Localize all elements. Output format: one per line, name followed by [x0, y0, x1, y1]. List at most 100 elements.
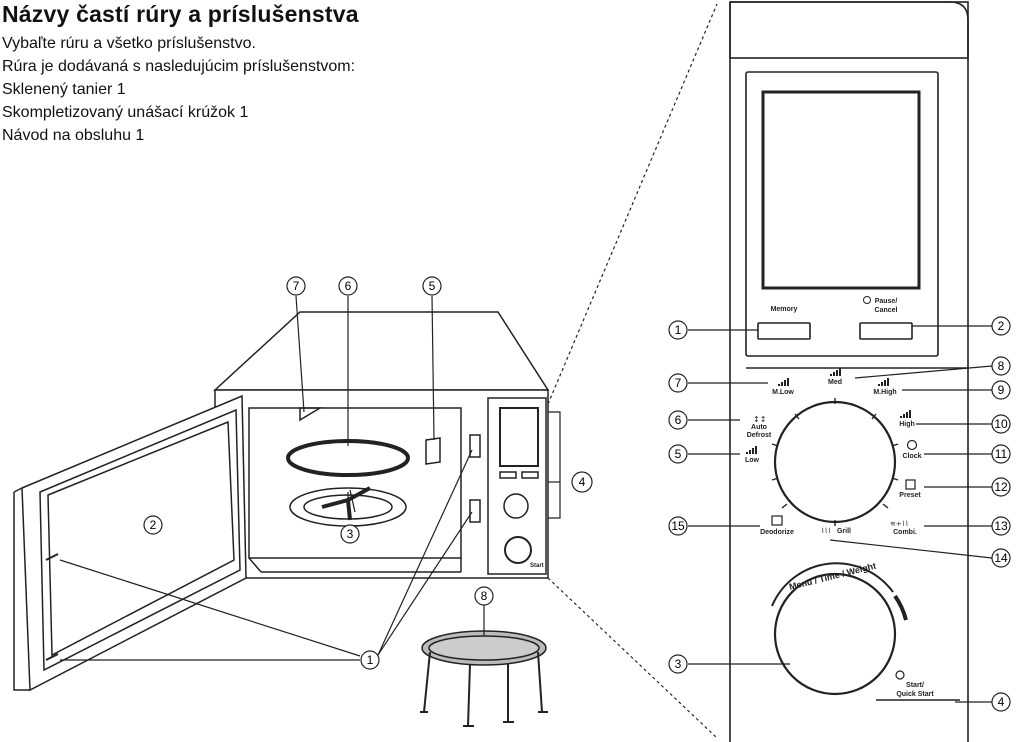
- low-signal-icon: [746, 446, 757, 454]
- header: Názvy častí rúry a príslušenstva Vybaľte…: [2, 2, 602, 147]
- combi-label: Combi.: [893, 529, 917, 536]
- control-panel: [729, 1, 969, 742]
- oven-time-dial: [504, 536, 532, 564]
- svg-text:9: 9: [998, 383, 1005, 397]
- oven-callout-4: 4: [571, 471, 593, 493]
- grill-icon: ⌇⌇⌇: [821, 527, 831, 535]
- oven-power-dial: [503, 493, 529, 519]
- svg-text:14: 14: [994, 551, 1008, 565]
- low-label: Low: [745, 457, 760, 464]
- panel-callout-12: 12: [991, 477, 1011, 497]
- panel-callout-10: 10: [991, 414, 1011, 434]
- intro-line: Vybaľte rúru a všetko príslušenstvo.: [2, 35, 256, 52]
- oven-button: [521, 471, 539, 479]
- svg-text:6: 6: [345, 279, 352, 293]
- panel-callout-3: 3: [668, 654, 688, 674]
- svg-text:4: 4: [998, 695, 1005, 709]
- oven-callout-3: 3: [340, 524, 360, 544]
- oven-callout-6: 6: [338, 276, 358, 296]
- combi-icon: ≋+⌇⌇: [890, 520, 909, 528]
- oven-door: [21, 394, 247, 692]
- intro-line: Rúra je dodávaná s nasledujúcim prísluše…: [2, 58, 356, 75]
- pause-label: Pause/: [875, 298, 898, 305]
- svg-text:5: 5: [429, 279, 436, 293]
- oven-callout-8: 8: [474, 586, 494, 606]
- oven-callout-2: 2: [143, 515, 163, 535]
- med-label: Med: [828, 379, 842, 386]
- panel-callout-11: 11: [991, 444, 1011, 464]
- high-signal-icon: [900, 410, 911, 418]
- oven-top: [213, 311, 550, 391]
- menu-time-weight-label: Menu / Time / Weight: [788, 561, 877, 592]
- start-label: Start/: [906, 682, 924, 689]
- panel-callout-5: 5: [668, 444, 688, 464]
- panel-callout-2: 2: [991, 316, 1011, 336]
- svg-text:15: 15: [671, 519, 685, 533]
- panel-callout-9: 9: [991, 380, 1011, 400]
- svg-text:5: 5: [675, 447, 682, 461]
- deodorize-label: Deodorize: [760, 529, 794, 536]
- panel-callout-13: 13: [991, 516, 1011, 536]
- svg-text:7: 7: [675, 376, 682, 390]
- oven-dial-label: Start: [530, 563, 544, 569]
- memory-button[interactable]: [757, 322, 811, 340]
- panel-top-strip: [729, 1, 969, 59]
- svg-text:12: 12: [994, 480, 1008, 494]
- clock-label: Clock: [902, 453, 921, 460]
- m-high-signal-icon: [878, 378, 889, 386]
- panel-callout-6: 6: [668, 410, 688, 430]
- defrost-label: Defrost: [747, 432, 772, 439]
- power-level-icons: ↕↕ ⌇⌇⌇ ≋+⌇⌇: [746, 368, 918, 680]
- med-signal-icon: [830, 368, 841, 376]
- svg-text:8: 8: [481, 589, 488, 603]
- oven-leader-lines: [59, 295, 561, 661]
- svg-text:4: 4: [579, 475, 586, 489]
- svg-text:8: 8: [998, 359, 1005, 373]
- oven-button: [499, 471, 517, 479]
- page-title: Názvy častí rúry a príslušenstva: [2, 1, 359, 27]
- preset-label: Preset: [899, 492, 921, 499]
- oven: Start: [13, 311, 550, 727]
- display-screen: [761, 90, 921, 290]
- panel-callout-1: 1: [668, 320, 688, 340]
- panel-callout-7: 7: [668, 373, 688, 393]
- oven-body: [214, 389, 549, 579]
- power-dial[interactable]: [773, 400, 897, 524]
- oven-lamp: [299, 407, 323, 422]
- svg-text:6: 6: [675, 413, 682, 427]
- m-low-label: M.Low: [772, 389, 794, 396]
- oven-display: [499, 407, 539, 467]
- auto-label: Auto: [751, 424, 767, 431]
- clock-icon: [906, 439, 918, 451]
- svg-text:13: 13: [994, 519, 1008, 533]
- oven-callout-1: 1: [360, 650, 380, 670]
- accessory-line: Návod na obsluhu 1: [2, 127, 145, 144]
- panel-callout-14: 14: [991, 548, 1011, 568]
- zoom-line: [547, 577, 718, 739]
- accessory-line: Skompletizovaný unášací krúžok 1: [2, 104, 249, 121]
- latch-hole: [469, 434, 481, 458]
- defrost-arrows-icon: ↕↕: [753, 415, 766, 424]
- oven-cavity: [248, 407, 462, 559]
- accessory-line: Sklenený tanier 1: [2, 81, 126, 98]
- svg-text:1: 1: [675, 323, 682, 337]
- panel-leader-lines: [688, 325, 993, 703]
- panel-frame: [729, 1, 969, 742]
- oven-callout-5: 5: [422, 276, 442, 296]
- m-high-label: M.High: [873, 389, 896, 396]
- display-frame: [745, 71, 939, 357]
- svg-text:3: 3: [347, 527, 354, 541]
- panel-callout-8: 8: [991, 356, 1011, 376]
- start-icon: [895, 670, 905, 680]
- waveguide-cover: [425, 437, 441, 465]
- panel-callout-15: 15: [668, 516, 688, 536]
- menu-time-weight-dial[interactable]: [773, 572, 897, 696]
- oven-callout-7: 7: [286, 276, 306, 296]
- svg-text:2: 2: [150, 518, 157, 532]
- pause-cancel-button[interactable]: [859, 322, 913, 340]
- svg-text:11: 11: [995, 447, 1008, 461]
- deodorize-icon: [771, 515, 783, 526]
- latch-hole: [469, 499, 481, 523]
- quick-start-label: Quick Start: [896, 691, 934, 698]
